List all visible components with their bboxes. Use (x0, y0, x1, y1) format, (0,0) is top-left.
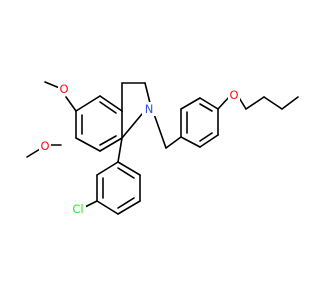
bond (199, 97, 219, 110)
molecule-diagram: O O O N Cl (26, 81, 299, 216)
bond (84, 200, 98, 208)
structure-canvas: O O O N Cl (26, 81, 299, 216)
bond (99, 95, 123, 112)
bond (144, 82, 151, 104)
atom-labels: O O O N Cl (39, 82, 240, 216)
bond (180, 97, 201, 110)
bonds (26, 81, 299, 215)
bond (245, 96, 265, 110)
bond (199, 134, 219, 148)
oxygen-label: O (229, 88, 238, 102)
bond (96, 200, 119, 215)
oxygen-atom: O (39, 139, 51, 153)
bond (99, 137, 123, 152)
oxygen-atom: O (228, 88, 240, 102)
bond (65, 96, 77, 112)
chlorine-label: Cl (72, 202, 83, 216)
nitrogen-label: N (145, 102, 154, 116)
bond (99, 135, 117, 146)
bond (180, 136, 201, 148)
bond (117, 137, 123, 163)
bond (99, 101, 117, 114)
bond (117, 200, 141, 215)
nitrogen-atom: N (142, 102, 156, 116)
bond (121, 113, 143, 139)
bond (199, 103, 213, 112)
oxygen-label: O (59, 82, 68, 96)
bond (165, 136, 182, 149)
bond (26, 148, 41, 158)
bond (117, 197, 135, 209)
oxygen-atom: O (58, 82, 70, 96)
oxygen-label: O (40, 139, 49, 153)
bond (263, 96, 283, 110)
chlorine-atom: Cl (70, 202, 86, 216)
bond (153, 113, 167, 149)
bond (96, 161, 119, 176)
bond (75, 95, 101, 112)
bond (281, 96, 299, 110)
bond (117, 167, 135, 179)
bond (117, 161, 141, 176)
bond (75, 137, 101, 152)
bond (199, 132, 213, 142)
